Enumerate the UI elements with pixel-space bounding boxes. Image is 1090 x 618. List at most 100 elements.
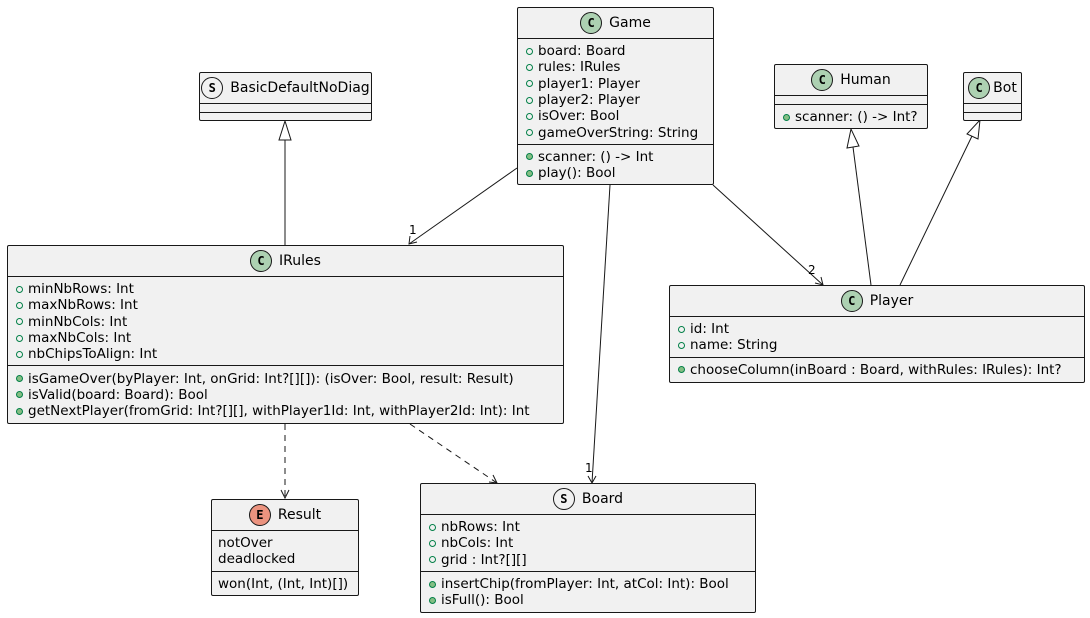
fields-section [964,104,1021,112]
field-text: minNbRows: Int [28,281,134,298]
methods-section: insertChip(fromPlayer: Int, atCol: Int):… [421,570,755,612]
public-visibility-icon [526,63,533,71]
class-human[interactable]: C Human scanner: () -> Int? [774,64,928,129]
edge-player-extends-human [852,146,872,286]
field-text: player2: Player [538,92,640,109]
field-text: grid : Int?[][] [441,551,527,568]
class-header: S Board [421,484,755,515]
field-row: maxNbCols: Int [16,330,555,346]
method-row: play(): Bool [526,165,705,181]
enum-value-row: deadlocked [218,551,296,568]
method-text: scanner: () -> Int [538,148,654,165]
class-name: Game [609,15,651,31]
method-row: scanner: () -> Int? [783,109,919,125]
fields-section: nbRows: Int nbCols: Int grid : Int?[][] [421,515,755,571]
class-game[interactable]: C Game board: Board rules: IRules player… [517,7,714,185]
class-stereotype-icon: C [968,77,991,99]
method-row: insertChip(fromPlayer: Int, atCol: Int):… [429,576,747,592]
enum-values-section: notOver deadlocked [212,531,358,571]
public-method-icon [16,391,23,399]
field-row: minNbCols: Int [16,314,555,330]
field-text: name: String [690,337,778,354]
multiplicity-label: 1 [409,223,417,237]
dependency-arrowhead [280,489,290,500]
public-method-icon [678,366,685,374]
method-text: isFull(): Bool [441,592,524,609]
struct-board[interactable]: S Board nbRows: Int nbCols: Int grid : I… [420,483,756,613]
public-visibility-icon [16,350,23,358]
field-row: nbChipsToAlign: Int [16,346,555,362]
public-visibility-icon [526,80,533,88]
public-method-icon [526,153,533,161]
fields-section: board: Board rules: IRules player1: Play… [518,39,713,144]
field-text: rules: IRules [538,59,621,76]
methods-section [200,112,371,121]
inheritance-arrowhead [278,119,292,141]
method-text: scanner: () -> Int? [795,109,918,126]
class-name: Result [277,507,322,523]
field-row: gameOverString: String [526,124,705,141]
multiplicity-label: 2 [808,263,816,277]
fields-section: id: Int name: String [670,317,1084,357]
field-text: isOver: Bool [538,108,620,125]
public-visibility-icon [16,334,23,342]
method-row: isValid(board: Board): Bool [16,387,555,403]
edge-game-board [591,184,611,484]
fields-section [775,96,927,104]
field-row: player2: Player [526,92,705,108]
field-text: nbChipsToAlign: Int [28,346,158,363]
class-header: C Human [775,65,927,96]
method-row: scanner: () -> Int [526,149,705,165]
class-bot[interactable]: C Bot [963,72,1022,121]
class-irules[interactable]: C IRules minNbRows: Int maxNbRows: Int m… [7,245,564,424]
public-visibility-icon [429,539,436,547]
method-row: chooseColumn(inBoard : Board, withRules:… [678,362,1076,378]
class-player[interactable]: C Player id: Int name: String chooseColu… [669,285,1085,383]
field-text: maxNbCols: Int [28,330,132,347]
field-row: isOver: Bool [526,108,705,124]
field-row: maxNbRows: Int [16,297,555,313]
class-name: Bot [993,80,1017,96]
methods-section: scanner: () -> Int play(): Bool [518,143,713,185]
class-stereotype-icon: C [811,69,834,91]
struct-stereotype-icon: S [552,488,575,510]
methods-section: chooseColumn(inBoard : Board, withRules:… [670,356,1084,381]
class-name: Board [581,491,624,507]
class-header: E Result [212,500,358,531]
class-stereotype-icon: C [250,250,273,272]
methods-section: won(Int, (Int, Int)[]) [212,570,358,595]
public-method-icon [429,596,436,604]
field-text: id: Int [690,321,729,338]
enum-result[interactable]: E Result notOver deadlocked won(Int, (In… [211,499,359,596]
field-row: rules: IRules [526,59,705,75]
class-basic-default-no-diag[interactable]: S BasicDefaultNoDiag [199,72,372,121]
inheritance-arrowhead [966,118,981,140]
field-row: nbCols: Int [429,535,747,551]
method-text: chooseColumn(inBoard : Board, withRules:… [690,361,1062,378]
public-visibility-icon [526,96,533,104]
class-stereotype-icon: C [840,290,863,312]
public-method-icon [526,169,533,177]
field-text: nbCols: Int [441,535,514,552]
class-name: IRules [279,253,321,269]
method-text: isValid(board: Board): Bool [28,386,208,403]
inheritance-arrowhead [846,127,860,149]
public-visibility-icon [16,285,23,293]
public-method-icon [783,113,790,121]
class-name: Human [840,72,891,88]
public-visibility-icon [678,341,685,349]
fields-section: minNbRows: Int maxNbRows: Int minNbCols:… [8,277,563,365]
class-header: S BasicDefaultNoDiag [200,73,371,104]
association-arrowhead [408,235,418,245]
public-method-icon [16,375,23,383]
field-row: minNbRows: Int [16,281,555,297]
public-method-icon [429,580,436,588]
field-text: gameOverString: String [538,124,699,141]
methods-section [964,112,1021,121]
class-header: C Bot [964,73,1021,104]
class-name: BasicDefaultNoDiag [230,80,370,96]
public-visibility-icon [16,318,23,326]
field-row: id: Int [678,321,1076,337]
field-row: nbRows: Int [429,519,747,535]
